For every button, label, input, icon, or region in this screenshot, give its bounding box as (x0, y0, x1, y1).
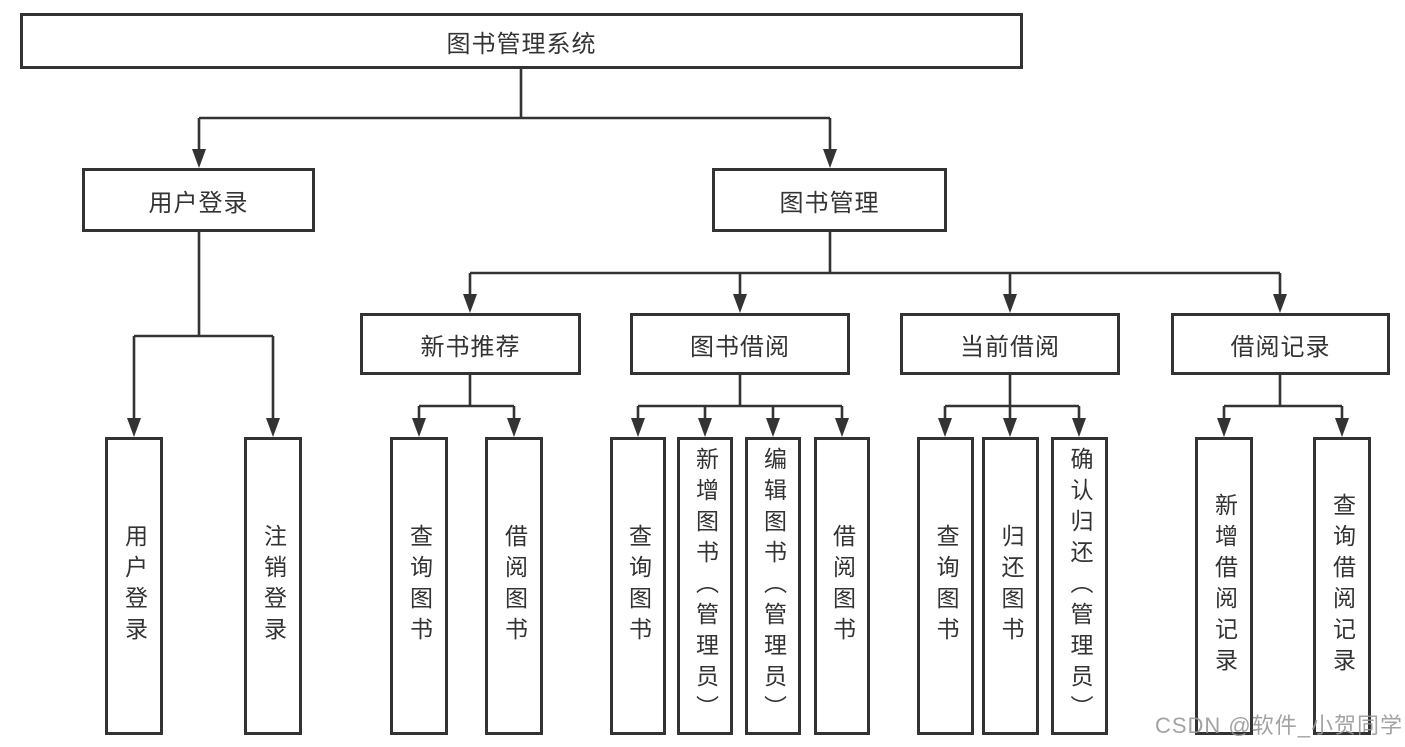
leaf-query-books-current: 查询图书 (917, 437, 974, 735)
node-book-borrowing: 图书借阅 (630, 313, 850, 375)
node-label: 确认归还（管理员） (1067, 446, 1093, 726)
leaf-query-borrow-record: 查询借阅记录 (1313, 437, 1371, 735)
leaf-add-book-admin: 新增图书（管理员） (677, 437, 733, 735)
node-label: 当前借阅 (960, 333, 1060, 361)
node-label: 借阅图书 (829, 524, 856, 648)
leaf-borrow-books-recommend: 借阅图书 (485, 437, 543, 735)
node-label: 图书借阅 (690, 333, 790, 361)
node-label: 借阅图书 (501, 524, 528, 648)
connector-mgmt-to-level3 (463, 232, 1287, 313)
node-new-book-recommend: 新书推荐 (360, 313, 581, 375)
node-label: 图书管理 (779, 189, 880, 217)
node-label: 新增借阅记录 (1211, 493, 1238, 679)
watermark: CSDN @软件_小贺同学 (1154, 713, 1403, 738)
node-label: 用户登录 (148, 189, 249, 217)
leaf-query-books-recommend: 查询图书 (390, 437, 448, 735)
leaf-logout: 注销登录 (244, 437, 302, 735)
node-label: 用户登录 (121, 524, 148, 648)
leaf-user-login: 用户登录 (105, 437, 163, 735)
node-label: 借阅记录 (1230, 333, 1331, 361)
node-current-borrowing: 当前借阅 (900, 313, 1120, 375)
leaf-return-books: 归还图书 (982, 437, 1039, 735)
connector-borrowing-to-leaves (631, 375, 849, 437)
connector-records-to-leaves (1217, 375, 1349, 437)
leaf-confirm-return-admin: 确认归还（管理员） (1051, 437, 1108, 735)
leaf-add-borrow-record: 新增借阅记录 (1195, 437, 1253, 735)
leaf-edit-book-admin: 编辑图书（管理员） (745, 437, 801, 735)
leaf-borrow-books-borrowing: 借阅图书 (814, 437, 870, 735)
node-label: 新增图书（管理员） (692, 446, 719, 726)
connector-recommend-to-leaves (412, 375, 521, 437)
node-borrow-records: 借阅记录 (1171, 313, 1390, 375)
connector-current-to-leaves (938, 375, 1086, 437)
node-label: 新书推荐 (420, 333, 521, 361)
node-label: 查询图书 (933, 524, 959, 648)
node-label: 归还图书 (998, 524, 1024, 648)
node-user-login: 用户登录 (82, 168, 315, 232)
connector-root-to-level2 (192, 69, 837, 168)
node-label: 查询图书 (406, 524, 433, 648)
node-label: 查询图书 (625, 524, 652, 648)
node-label: 编辑图书（管理员） (760, 446, 787, 726)
node-root-library-system: 图书管理系统 (20, 13, 1023, 69)
connector-login-to-leaves (127, 232, 280, 437)
node-label: 查询借阅记录 (1329, 493, 1356, 679)
node-label: 图书管理系统 (446, 30, 597, 58)
node-book-management: 图书管理 (712, 168, 947, 232)
leaf-query-books-borrowing: 查询图书 (610, 437, 666, 735)
node-label: 注销登录 (260, 524, 287, 648)
